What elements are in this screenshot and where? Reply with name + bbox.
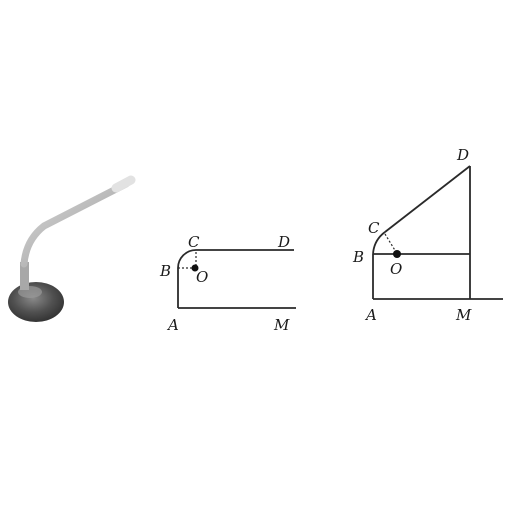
center-point-O	[393, 250, 401, 258]
label-B: B	[352, 248, 364, 266]
microphone-gooseneck	[20, 180, 130, 268]
label-D: D	[277, 233, 290, 251]
figure-2: C D B O A M	[352, 146, 503, 324]
microphone-head	[111, 175, 136, 193]
arc-BC	[372, 231, 386, 255]
label-O: O	[196, 268, 208, 286]
figure-1: C D B O A M	[159, 233, 296, 334]
label-M: M	[273, 316, 290, 334]
label-A: A	[364, 306, 377, 324]
label-A: A	[166, 316, 179, 334]
label-D: D	[456, 146, 469, 164]
label-O: O	[390, 260, 402, 278]
center-point-O	[191, 264, 199, 272]
label-C: C	[368, 219, 380, 237]
microphone-stem	[20, 262, 29, 290]
label-M: M	[455, 306, 472, 324]
arc-BC	[177, 249, 197, 269]
desk-microphone-photo	[8, 175, 136, 322]
label-C: C	[188, 233, 200, 251]
segment-CD	[384, 165, 471, 233]
radius-OC	[384, 233, 397, 253]
label-B: B	[159, 262, 171, 280]
